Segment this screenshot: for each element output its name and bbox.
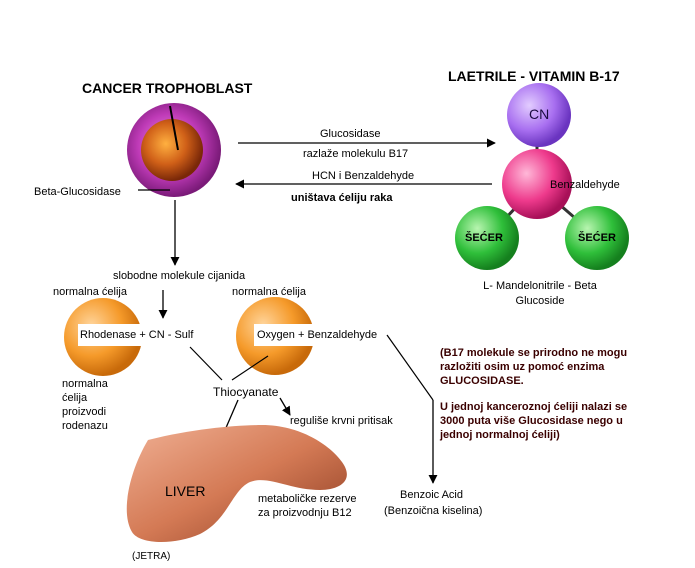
benzaldehyde-node xyxy=(502,149,572,219)
liver-label: LIVER xyxy=(165,483,206,499)
rodenase-note-line2: ćelija xyxy=(62,392,88,404)
cn-label: CN xyxy=(529,106,550,122)
destroys-cancer-label: uništava ćeliju raka xyxy=(291,192,393,204)
laetrile-title: LAETRILE - VITAMIN B-17 xyxy=(448,68,620,84)
sugar-node-right xyxy=(565,206,629,270)
liver-shape xyxy=(126,425,347,543)
info-para2-line3: jednoj normalnoj ćeliji) xyxy=(440,429,560,441)
laetrile-caption-line1: L- Mandelonitrile - Beta xyxy=(483,280,597,292)
info-para2-line2: 3000 puta više Glucosidase nego u xyxy=(440,415,623,427)
rhodenase-reaction: Rhodenase + CN - Sulf xyxy=(80,329,194,341)
sugar-node-left xyxy=(455,206,519,270)
reaction-box-left xyxy=(78,324,204,346)
sugar-left-label: ŠEĆER xyxy=(465,232,503,244)
benzaldehyde-label: Benzaldehyde xyxy=(550,179,620,191)
info-block: (B17 molekule se prirodno ne mogu razlož… xyxy=(440,346,627,442)
cancer-title: CANCER TROPHOBLAST xyxy=(82,80,253,96)
blood-pressure-label: reguliše krvni pritisak xyxy=(290,415,393,427)
cancer-cell xyxy=(127,103,221,197)
info-para1-line1: (B17 molekule se prirodno ne mogu xyxy=(440,347,628,359)
laetrile-caption-line2: Glucoside xyxy=(515,295,565,307)
sugar-right-label: ŠEĆER xyxy=(578,232,616,244)
reserve-line1: metaboličke rezerve xyxy=(258,493,357,505)
cn-node xyxy=(507,83,571,147)
free-cyanide-label: slobodne molekule cijanida xyxy=(113,270,246,282)
benzoic-acid-local-label: (Benzoična kiselina) xyxy=(384,505,483,517)
info-para1-line2: razložiti osim uz pomoć enzima xyxy=(440,361,605,373)
benzoic-acid-label: Benzoic Acid xyxy=(400,489,463,501)
rodenase-note-line4: rodenazu xyxy=(62,420,108,432)
rodenase-note-line1: normalna xyxy=(62,378,108,390)
oxygen-reaction: Oxygen + Benzaldehyde xyxy=(257,329,378,341)
thiocyanate-label: Thiocyanate xyxy=(213,385,279,399)
info-para2-line1: U jednoj kanceroznoj ćeliji nalazi se xyxy=(440,401,628,413)
jetra-label: (JETRA) xyxy=(132,551,171,562)
normal-cell-left-label: normalna ćelija xyxy=(53,286,127,298)
reaction-box-right xyxy=(254,324,386,346)
info-para1-line3: GLUCOSIDASE. xyxy=(440,375,524,387)
rodenase-note-line3: proizvodi xyxy=(62,406,107,418)
beta-glucosidase-label: Beta-Glucosidase xyxy=(34,186,121,198)
hcn-benzaldehyde-label: HCN i Benzaldehyde xyxy=(312,170,415,182)
laetrile-molecule xyxy=(455,83,629,270)
normal-cell-right-label: normalna ćelija xyxy=(232,286,306,298)
reserve-line2: za proizvodnju B12 xyxy=(258,507,352,519)
glucosidase-label: Glucosidase xyxy=(320,128,381,140)
arrow-to-blood xyxy=(279,397,291,416)
breaks-b17-label: razlaže molekulu B17 xyxy=(303,148,409,160)
